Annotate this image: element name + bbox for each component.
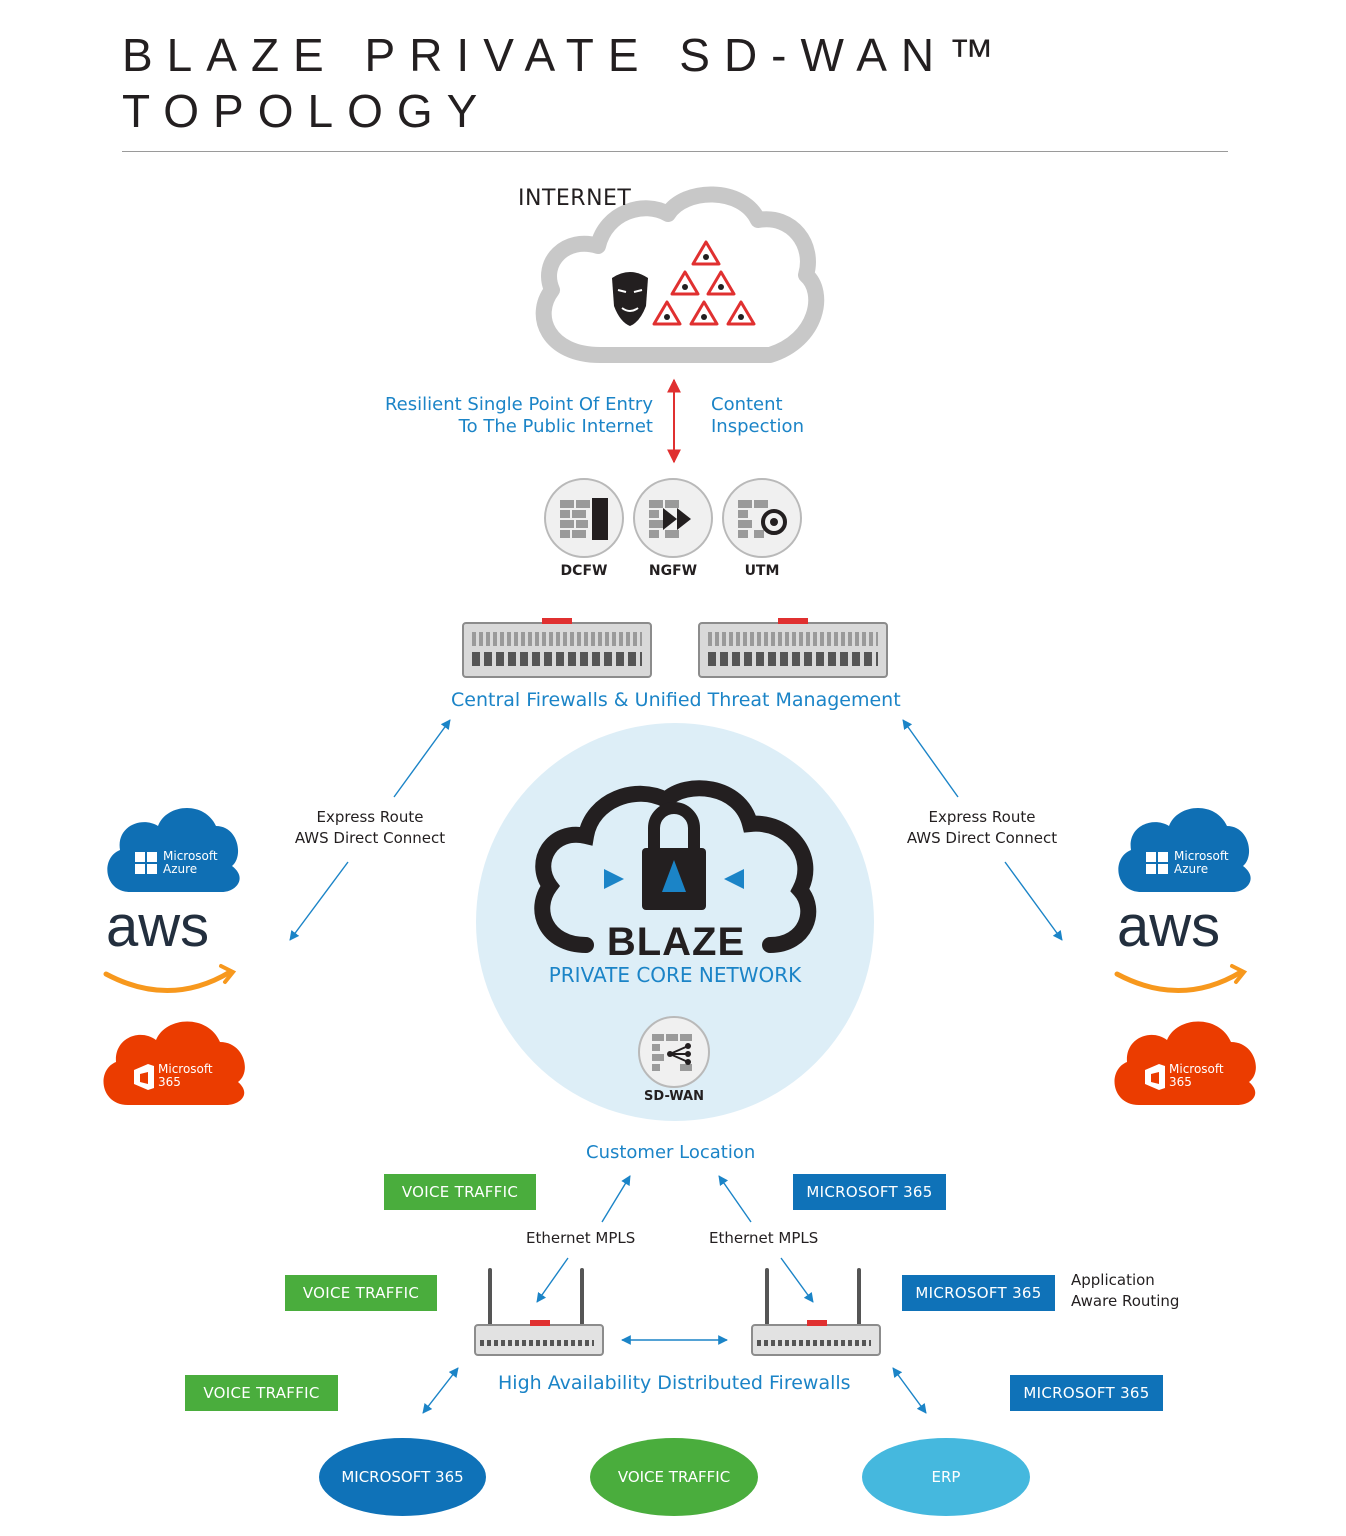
dcfw-icon: [544, 478, 624, 558]
express-left-line2: AWS Direct Connect: [294, 829, 446, 847]
voice-traffic-oval: VOICE TRAFFIC: [590, 1438, 758, 1516]
central-firewall-left-icon: [462, 618, 652, 678]
express-right-line2: AWS Direct Connect: [906, 829, 1058, 847]
utm-icon: [722, 478, 802, 558]
entry-left-line1: Resilient Single Point Of Entry: [384, 394, 653, 415]
windows-logo-left-icon: [135, 852, 157, 874]
office-logo-right-icon: [1145, 1064, 1165, 1090]
entry-right-line1: Content: [711, 394, 783, 415]
branch-firewall-left-icon: [474, 1268, 604, 1358]
express-right-up-arrow: [902, 719, 959, 798]
mpls-left-label: Ethernet MPLS: [526, 1229, 636, 1247]
express-right-line1: Express Route: [928, 808, 1036, 826]
mpls-right-up-arrow: [718, 1175, 752, 1223]
threat-symbols: [664, 254, 744, 320]
core-brand-label: BLAZE: [606, 920, 746, 964]
page-title-line1: BLAZE PRIVATE SD-WAN™: [122, 29, 1009, 81]
threat-warning-icons: [652, 240, 756, 326]
entry-left-line2: To The Public Internet: [458, 416, 653, 437]
utm-label: UTM: [744, 563, 780, 579]
blaze-lock-cloud-icon: [534, 780, 817, 953]
dcfw-label: DCFW: [560, 563, 608, 579]
internet-cloud-icon: [535, 186, 825, 363]
sdwan-label: SD-WAN: [644, 1089, 704, 1104]
office-logo-left-icon: [134, 1064, 154, 1090]
mpls-left-down-arrow: [536, 1257, 569, 1303]
express-left-line1: Express Route: [316, 808, 424, 826]
microsoft365-tag-2: MICROSOFT 365: [902, 1275, 1055, 1311]
central-firewalls-label: Central Firewalls & Unified Threat Manag…: [451, 689, 901, 711]
aws-smile-left-icon: [103, 969, 233, 993]
voice-traffic-tag-1: VOICE TRAFFIC: [384, 1174, 536, 1210]
hacker-mask-icon: [612, 272, 648, 326]
core-subtitle-label: PRIVATE CORE NETWORK: [548, 963, 802, 987]
aws-left-logo: aws: [106, 894, 210, 959]
branch-firewall-right-icon: [751, 1268, 881, 1358]
page-title-line2: TOPOLOGY: [122, 85, 492, 137]
ha-firewalls-label: High Availability Distributed Firewalls: [498, 1372, 851, 1394]
mpls-right-down-arrow: [780, 1257, 814, 1303]
erp-oval: ERP: [862, 1438, 1030, 1516]
app-routing-line1: Application: [1071, 1271, 1155, 1289]
title-divider: [122, 151, 1228, 152]
windows-logo-right-icon: [1146, 852, 1168, 874]
microsoft365-oval: MICROSOFT 365: [319, 1438, 486, 1516]
express-left-down-arrow: [289, 861, 349, 941]
microsoft365-tag-3: MICROSOFT 365: [1010, 1375, 1163, 1411]
ngfw-label: NGFW: [648, 563, 698, 579]
aws-right-logo: aws: [1117, 894, 1221, 959]
ha-right-down-arrow: [892, 1367, 927, 1414]
express-left-up-arrow: [393, 719, 451, 798]
app-routing-line2: Aware Routing: [1071, 1292, 1180, 1310]
central-firewall-right-icon: [698, 618, 888, 678]
ha-left-down-arrow: [422, 1367, 459, 1414]
mpls-left-up-arrow: [601, 1175, 631, 1223]
entry-right-line2: Inspection: [711, 416, 804, 437]
internet-label: INTERNET: [518, 186, 632, 211]
voice-traffic-tag-2: VOICE TRAFFIC: [285, 1275, 437, 1311]
aws-smile-right-icon: [1114, 969, 1244, 993]
voice-traffic-tag-3: VOICE TRAFFIC: [185, 1375, 338, 1411]
microsoft365-tag-1: MICROSOFT 365: [793, 1174, 946, 1210]
express-right-down-arrow: [1004, 861, 1063, 941]
mpls-right-label: Ethernet MPLS: [709, 1229, 819, 1247]
customer-location-label: Customer Location: [586, 1142, 756, 1163]
ngfw-icon: [633, 478, 713, 558]
sdwan-icon: [638, 1016, 710, 1088]
